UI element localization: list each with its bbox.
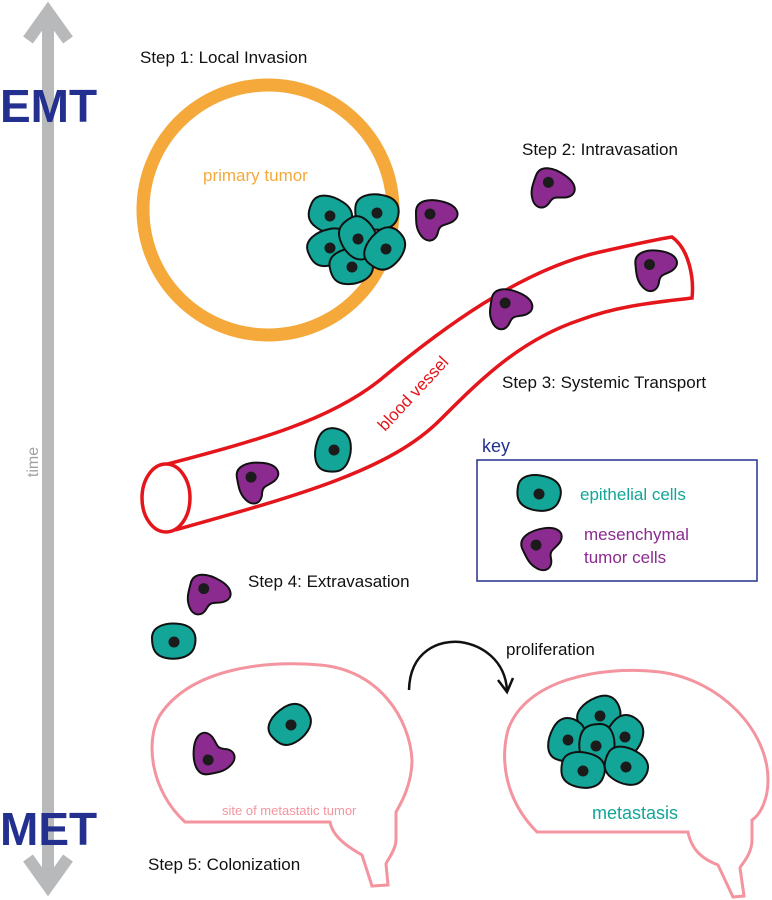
key-epithelial-icon [513, 470, 565, 516]
step-5-label: Step 5: Colonization [148, 855, 300, 874]
key-box [476, 459, 758, 582]
key-mesenchymal-label-2: tumor cells [584, 548, 666, 567]
proliferation-arrow [407, 640, 509, 691]
blood-vessel [140, 235, 695, 534]
site-label: site of metastatic tumor [222, 803, 357, 818]
step-3-label: Step 3: Systemic Transport [502, 373, 706, 392]
key-mesenchymal-icon [516, 519, 574, 577]
key-mesenchymal-label-1: mesenchymal [584, 525, 689, 544]
primary-tumor-label: primary tumor [203, 166, 308, 185]
metastasis-cell-cluster [542, 688, 655, 793]
key-title: key [482, 436, 510, 456]
epithelial-cell [151, 622, 197, 660]
step-2-label: Step 2: Intravasation [522, 140, 678, 159]
step-1-label: Step 1: Local Invasion [140, 48, 307, 67]
proliferation-label: proliferation [506, 640, 595, 659]
tumor-cell-cluster [302, 188, 414, 289]
mesenchymal-cell [182, 570, 235, 623]
mesenchymal-cell [633, 247, 681, 294]
mesenchymal-cell [188, 727, 238, 778]
met-label: MET [0, 803, 97, 855]
step-4-label: Step 4: Extravasation [248, 572, 410, 591]
mesenchymal-cell [415, 199, 459, 242]
blood-vessel-label: blood vessel [374, 353, 452, 435]
metastasis-label: metastasis [592, 803, 678, 823]
mesenchymal-cell [485, 285, 536, 336]
epithelial-cell [310, 424, 356, 476]
key-epithelial-label: epithelial cells [580, 485, 686, 504]
metastasis-site-outline [503, 668, 770, 899]
epithelial-cell [261, 696, 320, 753]
mesenchymal-cell [525, 163, 581, 218]
time-label: time [25, 447, 42, 477]
mesenchymal-cell [233, 457, 284, 507]
time-axis-arrow [23, 1, 73, 897]
emt-label: EMT [0, 80, 97, 132]
metastatic-site-outline [150, 662, 414, 888]
